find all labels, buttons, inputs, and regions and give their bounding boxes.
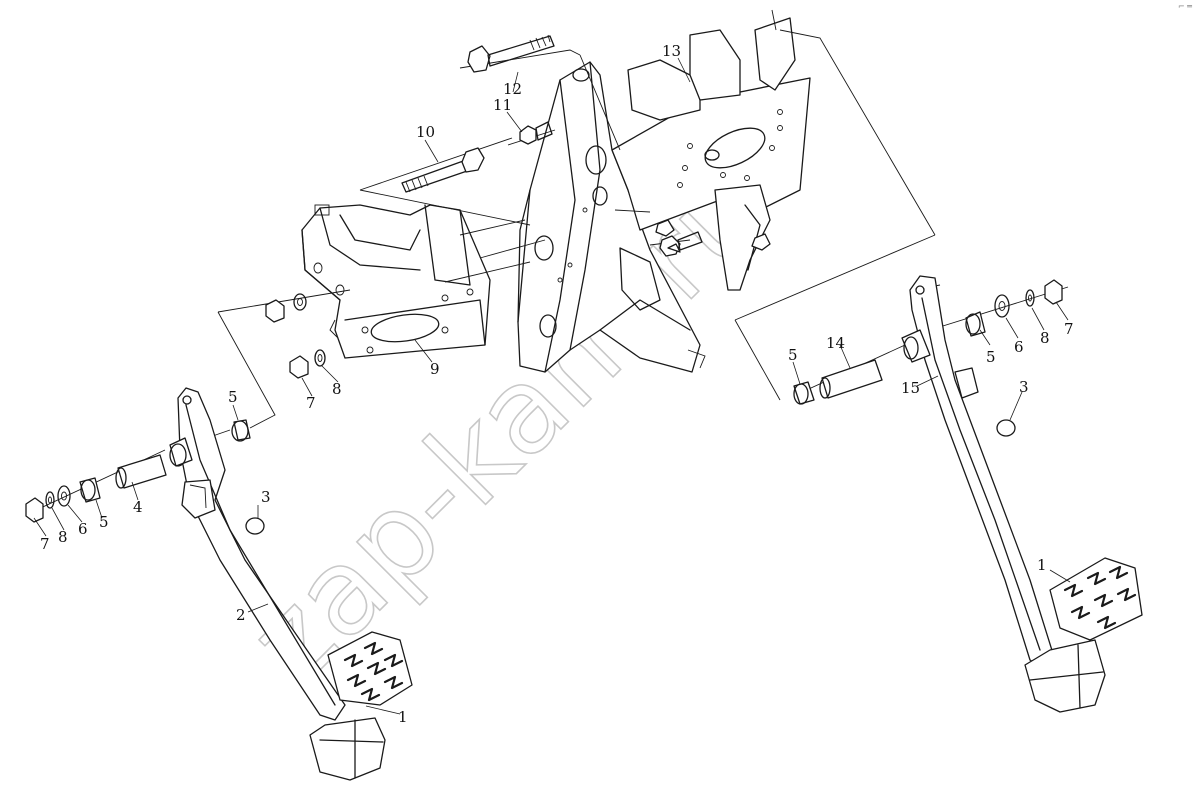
callout-15: 15 <box>901 379 920 397</box>
clutch-pedal-bushings <box>25 419 265 535</box>
callouts: 1 1 2 3 3 4 5 5 5 5 6 6 7 7 7 8 8 8 9 10… <box>40 42 1074 726</box>
bolt-10 <box>401 147 485 193</box>
callout-8-right: 8 <box>1040 329 1050 347</box>
callout-9: 9 <box>430 360 440 378</box>
callout-1-left: 1 <box>398 708 408 726</box>
callout-7-mid: 7 <box>306 394 316 412</box>
callout-4: 4 <box>133 498 143 516</box>
corner-mark: ⌐ ═ <box>1177 2 1192 11</box>
clutch-pedal <box>177 387 386 781</box>
callout-10: 10 <box>416 123 435 141</box>
callout-2: 2 <box>236 606 246 624</box>
nuts-washers-mid <box>265 293 326 379</box>
brake-pedal <box>901 275 1106 713</box>
leader-lines <box>33 57 1071 715</box>
callout-5-a: 5 <box>228 388 238 406</box>
bolt-11 <box>519 121 553 145</box>
bolt-bracket-lower <box>659 231 703 257</box>
brake-pedal-pad <box>1049 557 1143 641</box>
callout-13: 13 <box>662 42 681 60</box>
support-bracket <box>517 61 706 373</box>
mounting-plate <box>611 9 811 291</box>
clutch-bracket <box>301 204 491 359</box>
callout-7-right: 7 <box>1064 320 1074 338</box>
clutch-pedal-pad <box>327 631 413 706</box>
callout-8-left: 8 <box>58 528 68 546</box>
callout-14: 14 <box>826 334 845 352</box>
callout-8-mid: 8 <box>332 380 342 398</box>
callout-5-c: 5 <box>788 346 798 364</box>
callout-3-left: 3 <box>261 488 271 506</box>
bolt-12 <box>467 34 555 73</box>
callout-5-b: 5 <box>99 513 109 531</box>
brake-pedal-bushings <box>793 279 1063 437</box>
callout-7-left: 7 <box>40 535 50 553</box>
callout-5-d: 5 <box>986 348 996 366</box>
callout-11: 11 <box>493 96 512 114</box>
callout-6-left: 6 <box>78 520 88 538</box>
callout-1-right: 1 <box>1037 556 1047 574</box>
callout-6-right: 6 <box>1014 338 1024 356</box>
callout-3-right: 3 <box>1019 378 1029 396</box>
callout-12: 12 <box>503 80 522 98</box>
